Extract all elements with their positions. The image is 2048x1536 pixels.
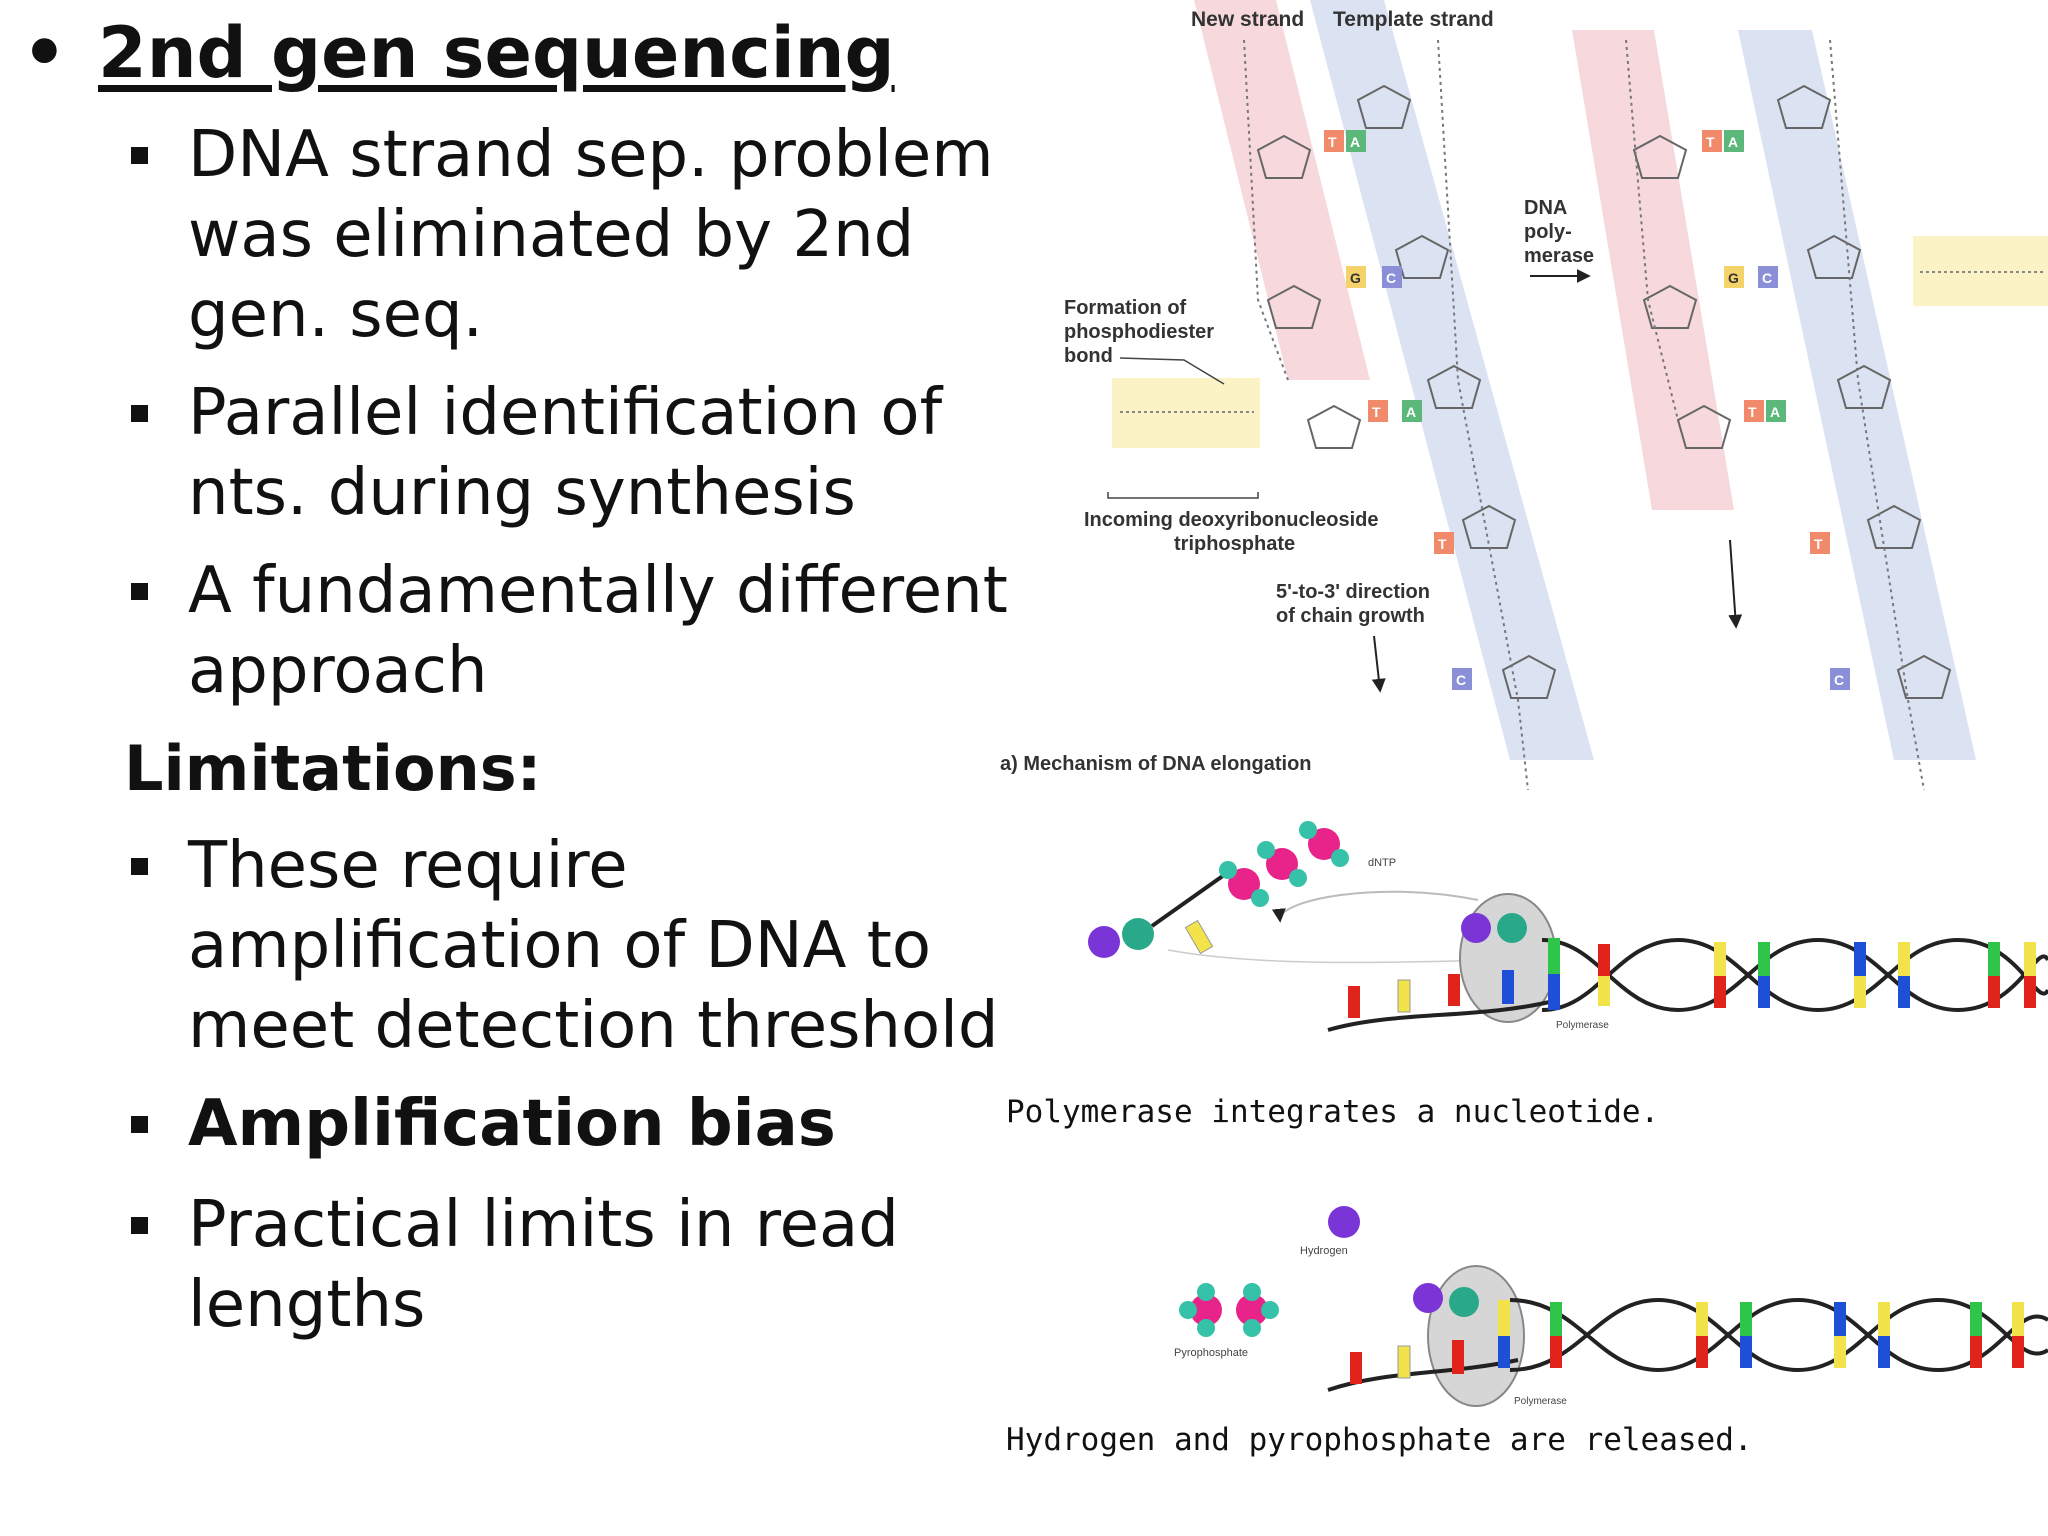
svg-text:T: T <box>1438 536 1447 552</box>
release-caption: Hydrogen and pyrophosphate are released. <box>1006 1422 1753 1458</box>
hydrogen-ball <box>1088 926 1120 958</box>
chain-growth-arrow-right <box>1728 539 1743 629</box>
template-strand-band <box>1310 0 1594 760</box>
dna-polymerase-label-3: merase <box>1524 245 1594 267</box>
pyrophosphate-molecule <box>1179 1283 1279 1337</box>
base-yellow <box>1184 919 1214 955</box>
svg-text:T: T <box>1372 404 1381 420</box>
chain-growth-arrow <box>1371 635 1386 693</box>
svg-text:C: C <box>1834 672 1844 688</box>
template-strand-label: Template strand <box>1333 8 1494 31</box>
svg-text:T: T <box>1814 536 1823 552</box>
svg-text:A: A <box>1728 134 1738 150</box>
integration-diagram: dNTP Polymerase Polymerase integrates a … <box>1006 821 2048 1130</box>
svg-text:T: T <box>1748 404 1757 420</box>
bullet-square <box>131 583 148 600</box>
polymerase-label: Polymerase <box>1556 1020 1609 1031</box>
bullet-5-line-1: Amplification bias <box>188 1087 836 1161</box>
single-strand-bases <box>1348 970 1514 1018</box>
hydrogen-label: Hydrogen <box>1300 1245 1348 1257</box>
bullet-1-line-3: gen. seq. <box>188 278 483 352</box>
bullet-6-line-2: lengths <box>188 1268 426 1342</box>
pyrophosphate-label: Pyrophosphate <box>1174 1347 1248 1359</box>
direction-label-2: of chain growth <box>1276 605 1425 627</box>
bullet-4-line-3: meet detection threshold <box>188 989 999 1063</box>
svg-text:C: C <box>1456 672 1466 688</box>
phosphodiester-label-2: phosphodiester <box>1064 321 1214 343</box>
dna-sequencing-figure: T A G C T A T C T A G C T A T C New stra… <box>1000 0 2048 1458</box>
new-strand-band <box>1572 30 1734 510</box>
bullet-6-line-1: Practical limits in read <box>188 1188 899 1262</box>
primer-strand <box>1327 1358 1519 1392</box>
bullet-4-line-2: amplification of DNA to <box>188 909 931 983</box>
single-strand-bases <box>1350 1300 1510 1384</box>
base-pairs-right: T A G C T A T C <box>1702 130 1850 690</box>
elongation-caption: a) Mechanism of DNA elongation <box>1000 753 1312 775</box>
svg-text:G: G <box>1728 270 1739 286</box>
elongation-diagram: T A G C T A T C T A G C T A T C New stra… <box>1000 0 2048 791</box>
svg-text:C: C <box>1762 270 1772 286</box>
hydrogen-ball <box>1461 913 1491 943</box>
polymerase-label: Polymerase <box>1514 1396 1567 1407</box>
hydrogen-ball <box>1413 1283 1443 1313</box>
svg-text:A: A <box>1770 404 1780 420</box>
primer-strand <box>1327 998 1559 1032</box>
bullet-1-line-1: DNA strand sep. problem <box>188 118 994 192</box>
bullet-1-line-2: was eliminated by 2nd <box>188 198 915 272</box>
incoming-label-2: triphosphate <box>1174 533 1295 555</box>
slide-title: 2nd gen sequencing <box>98 12 895 94</box>
double-helix-2 <box>1509 1297 2048 1373</box>
incoming-label-1: Incoming deoxyribonucleoside <box>1084 509 1379 531</box>
bullet-4-line-1: These require <box>188 829 628 903</box>
dna-polymerase-label-1: DNA <box>1524 197 1567 219</box>
phosphodiester-pointer <box>1119 357 1225 385</box>
bullet-square <box>131 1217 148 1234</box>
base-pairs-left: T A G C T A T C <box>1324 130 1472 690</box>
bullet-square <box>131 1116 148 1133</box>
svg-text:G: G <box>1350 270 1361 286</box>
dna-polymerase-label-2: poly- <box>1524 221 1572 243</box>
bullet-2-line-2: nts. during synthesis <box>188 456 856 530</box>
slide-text-panel: • 2nd gen sequencing DNA strand sep. pro… <box>0 0 1008 1536</box>
title-bullet: • <box>22 12 67 94</box>
released-hydrogen-ball <box>1328 1206 1360 1238</box>
backbone-lines <box>1243 39 1925 791</box>
bullet-2-line-1: Parallel identification of <box>188 376 943 450</box>
dntp-phosphates <box>1219 821 1349 907</box>
svg-text:A: A <box>1406 404 1416 420</box>
incoming-bracket <box>1107 492 1259 499</box>
bullet-3-line-1: A fundamentally different <box>188 554 1008 628</box>
bullet-square <box>131 405 148 422</box>
dntp-linker <box>1150 866 1236 928</box>
double-helix-1 <box>1541 937 2048 1013</box>
bullet-square <box>131 858 148 875</box>
sugar-ball <box>1449 1287 1479 1317</box>
sugar-ball <box>1122 918 1154 950</box>
bullet-square <box>131 147 148 164</box>
integration-caption: Polymerase integrates a nucleotide. <box>1006 1094 1659 1130</box>
svg-text:C: C <box>1386 270 1396 286</box>
svg-text:T: T <box>1328 134 1337 150</box>
dntp-label: dNTP <box>1368 857 1396 869</box>
new-strand-label: New strand <box>1191 8 1304 31</box>
template-strand-band <box>1738 30 1976 760</box>
phosphodiester-label-1: Formation of <box>1064 297 1187 319</box>
sugar-ball <box>1497 913 1527 943</box>
phosphodiester-label-3: bond <box>1064 345 1113 367</box>
dntp-path-arrow <box>1271 890 1479 923</box>
bullet-3-line-2: approach <box>188 634 488 708</box>
sugar-rings <box>1256 84 1952 699</box>
limitations-heading: Limitations: <box>124 732 542 805</box>
svg-text:A: A <box>1350 134 1360 150</box>
direction-label-1: 5'-to-3' direction <box>1276 581 1430 603</box>
new-strand-band <box>1194 0 1370 380</box>
release-diagram: Hydrogen Pyrophosphate Polymerase <box>1006 1206 2048 1458</box>
svg-text:T: T <box>1706 134 1715 150</box>
